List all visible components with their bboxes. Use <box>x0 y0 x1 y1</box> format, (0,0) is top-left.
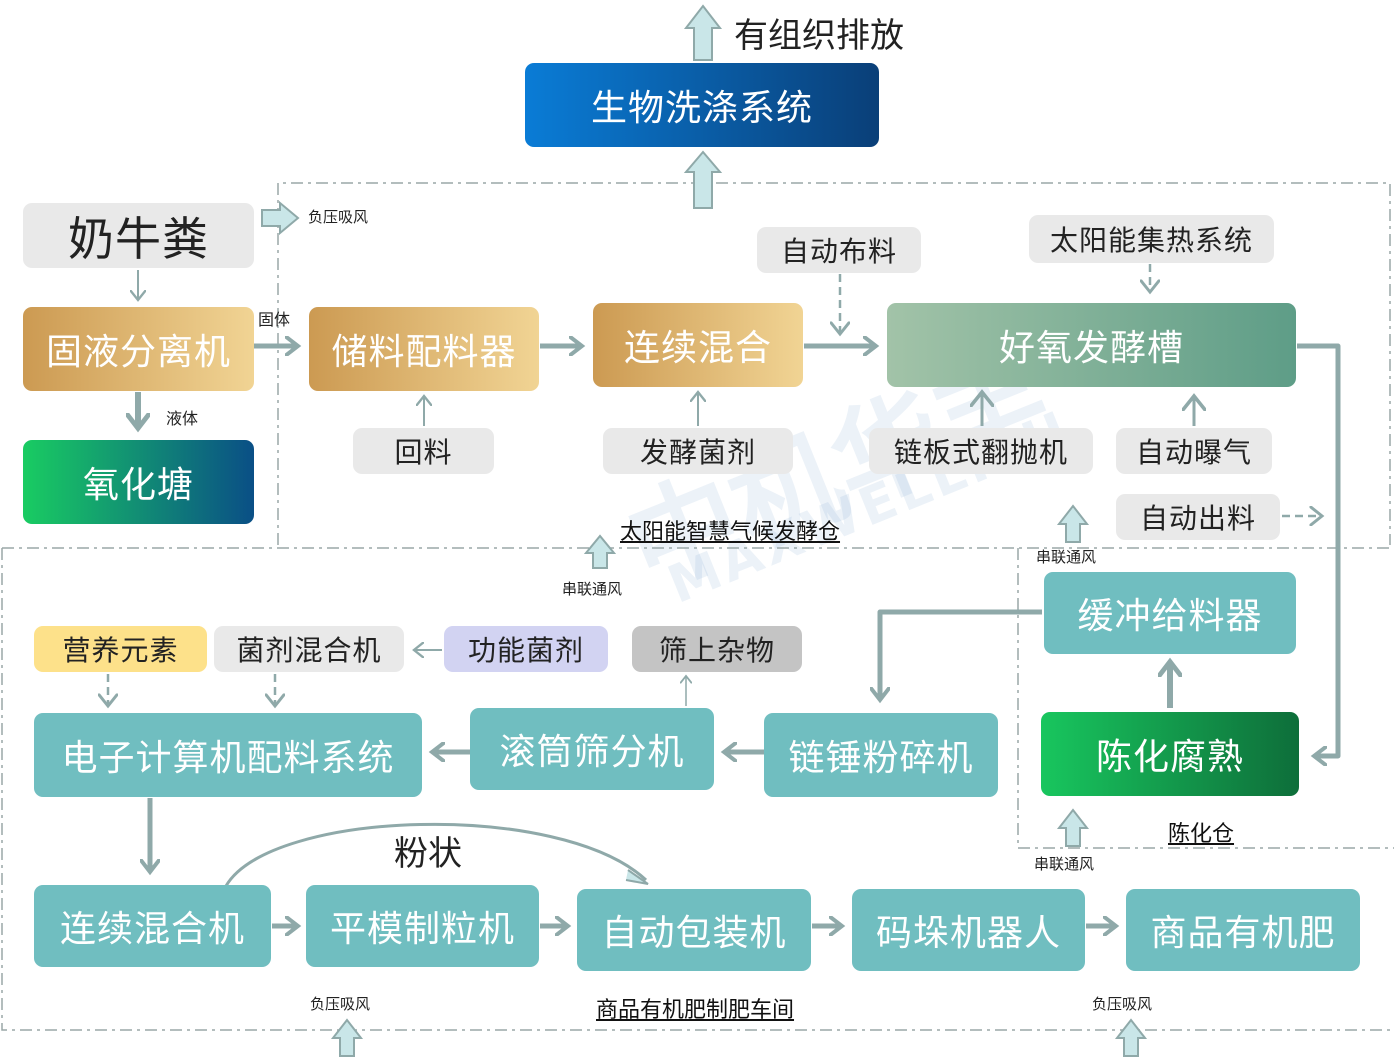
scrubber-up-arrow <box>683 150 723 209</box>
auto-aeration-node: 自动曝气 <box>1116 428 1272 474</box>
oversize-impurities-node: 筛上杂物 <box>632 626 802 672</box>
computer-batching-system-node: 电子计算机配料系统 <box>34 713 422 797</box>
emission-up-arrow <box>683 4 723 61</box>
fermentation-zone-border <box>277 182 1391 545</box>
series-vent-arrow-2 <box>1056 504 1090 543</box>
series-ventilation-label-3: 串联通风 <box>1034 855 1095 873</box>
bio-scrubber-system-node: 生物洗涤系统 <box>525 63 879 147</box>
fermentation-zone-label: 太阳能智慧气候发酵仓 <box>620 520 841 545</box>
negative-suction-label-right: 负压吸风 <box>1092 995 1153 1013</box>
negative-suction-label-top: 负压吸风 <box>308 208 369 226</box>
commercial-organic-fertilizer-node: 商品有机肥 <box>1126 889 1360 971</box>
oxidation-pond-node: 氧化塘 <box>23 440 254 524</box>
series-vent-arrow-3 <box>1056 808 1090 847</box>
auto-discharge-node: 自动出料 <box>1116 494 1280 540</box>
negative-suction-label-left: 负压吸风 <box>310 995 371 1013</box>
fermentation-inoculant-node: 发酵菌剂 <box>603 428 793 474</box>
workshop-zone-border <box>1 547 1394 1031</box>
suction-arrow-top <box>261 200 300 236</box>
solid-liquid-separator-node: 固液分离机 <box>23 307 254 391</box>
cow-manure-node: 奶牛粪 <box>23 203 254 268</box>
series-vent-arrow-1 <box>583 534 617 569</box>
functional-inoculant-node: 功能菌剂 <box>444 626 608 672</box>
series-ventilation-label-1: 串联通风 <box>562 580 623 598</box>
chain-turner-node: 链板式翻抛机 <box>869 428 1093 474</box>
suction-arrow-right <box>1114 1018 1148 1057</box>
flat-die-granulator-node: 平模制粒机 <box>306 885 539 967</box>
inoculant-mixer-node: 菌剂混合机 <box>214 626 404 672</box>
powder-label: 粉状 <box>394 834 462 874</box>
workshop-zone-label: 商品有机肥制肥车间 <box>596 998 795 1023</box>
nutrients-node: 营养元素 <box>34 626 207 672</box>
suction-arrow-left <box>330 1018 364 1057</box>
return-material-node: 回料 <box>353 428 494 474</box>
chain-hammer-crusher-node: 链锤粉碎机 <box>764 713 998 797</box>
auto-packer-node: 自动包装机 <box>577 889 811 971</box>
continuous-mixer-node: 连续混合机 <box>34 885 271 967</box>
continuous-mixing-node: 连续混合 <box>593 303 803 387</box>
aging-maturation-node: 陈化腐熟 <box>1041 712 1299 796</box>
solid-label: 固体 <box>258 310 291 329</box>
powder-bypass-arrow <box>224 822 648 887</box>
series-ventilation-label-2: 串联通风 <box>1036 548 1097 566</box>
organized-emission-label: 有组织排放 <box>734 16 904 56</box>
aging-zone-border <box>1017 548 1394 849</box>
auto-feeding-node: 自动布料 <box>757 227 921 273</box>
solar-collector-node: 太阳能集热系统 <box>1029 215 1274 263</box>
storage-batcher-node: 储料配料器 <box>309 307 539 391</box>
buffer-feeder-node: 缓冲给料器 <box>1044 572 1296 654</box>
palletizing-robot-node: 码垛机器人 <box>852 889 1085 971</box>
aging-zone-label: 陈化仓 <box>1168 822 1235 847</box>
aerobic-fermentation-tank-node: 好氧发酵槽 <box>887 303 1296 387</box>
drum-screen-node: 滚筒筛分机 <box>470 708 714 790</box>
liquid-label: 液体 <box>166 409 199 428</box>
